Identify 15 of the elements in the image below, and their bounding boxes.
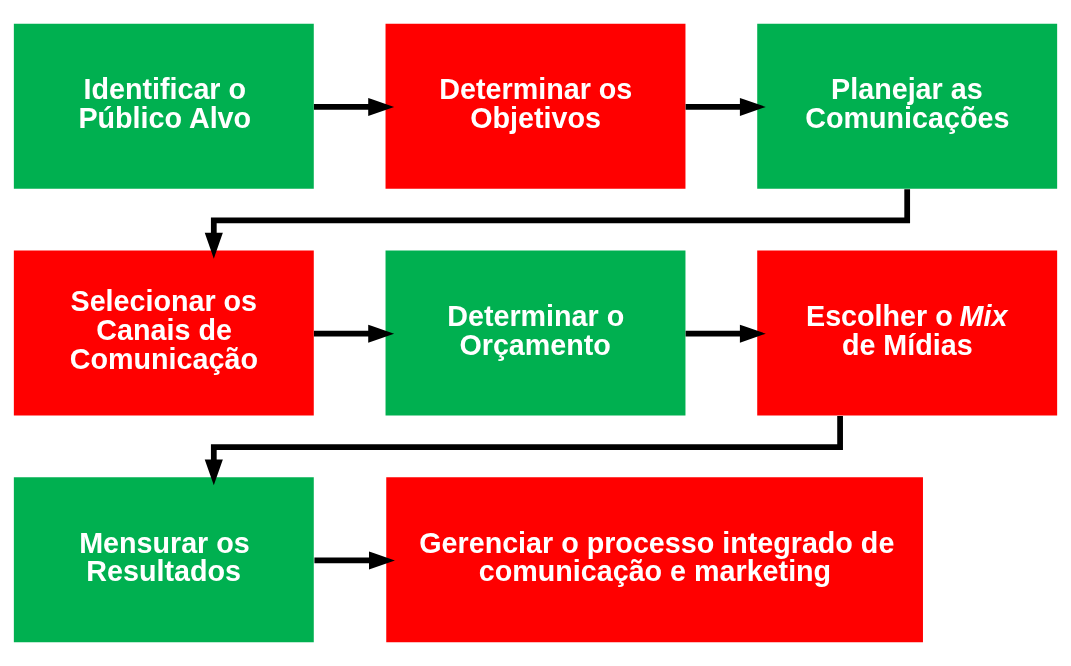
arrow [204,189,911,259]
arrow [314,551,395,570]
node-box: Mensurar os Resultados [13,477,314,643]
node-box: Determinar os Objetivos [385,23,686,189]
node-box: Selecionar os Canais de Comunicação [13,250,314,416]
node-box: Identificar o Público Alvo [13,23,314,189]
arrow [313,97,395,117]
node-box: Escolher o Mix de Mídias [757,250,1058,416]
arrow [204,415,843,486]
node-box: Planejar as Comunicações [757,23,1058,189]
arrow [685,97,766,117]
arrow [685,324,766,343]
node-box: Gerenciar o processo integrado de comunicação e marketing [386,477,923,643]
arrow [313,324,395,343]
node-box: Determinar o Orçamento [385,250,686,416]
